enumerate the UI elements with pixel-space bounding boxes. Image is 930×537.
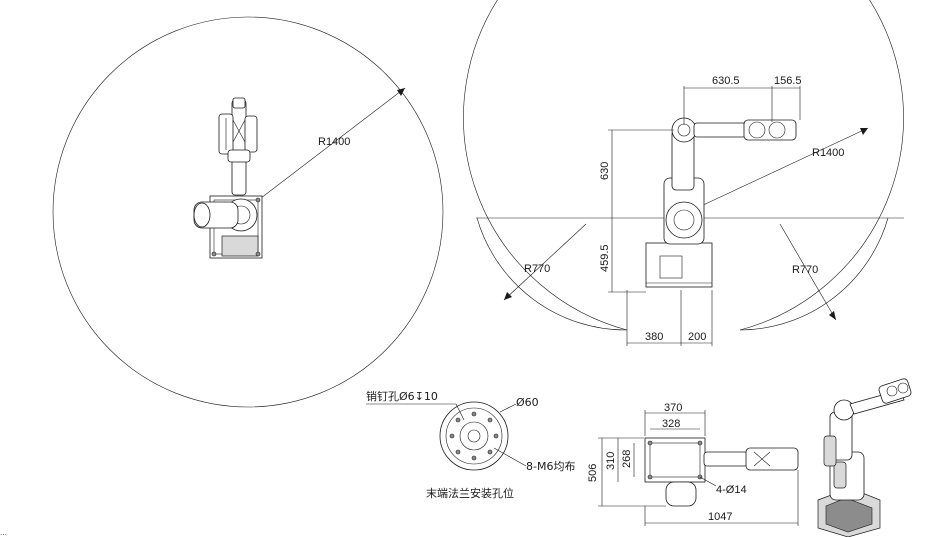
top-arm-link: [231, 99, 247, 196]
flange-pin-leader-2: [455, 403, 465, 421]
bp-hole-leader: [699, 476, 717, 487]
top-view: R1400: [52, 16, 444, 408]
flange-thread-label: 8-M6均布: [526, 460, 575, 473]
top-view-radius-label: R1400: [318, 136, 350, 148]
bp-width-outer: 370: [664, 402, 682, 414]
bp-hole-label: 4-Ø14: [716, 484, 747, 496]
top-view-workspace-circle: [52, 16, 444, 408]
side-r770-right-line: [779, 223, 837, 321]
iso-wrist-joint: [886, 385, 898, 397]
base-plan-arm: [703, 451, 749, 467]
dim-arm-horizontal: 630.5: [712, 75, 740, 87]
iso-upper-panel: [823, 435, 837, 467]
dim-base-vertical: 459.5: [599, 244, 611, 272]
top-shoulder-cap: [193, 202, 211, 228]
flange-diameter-label: Ø60: [516, 396, 539, 409]
side-base: [645, 242, 713, 288]
iso-wrist: [878, 378, 912, 404]
side-forearm: [693, 122, 747, 138]
side-base-panel: [659, 255, 683, 279]
bp-height-inner: 268: [621, 450, 633, 468]
side-radius-line: [683, 127, 869, 215]
iso-column-panel: [833, 461, 847, 489]
side-r770-left-line: [503, 223, 587, 301]
side-shoulder-joint-inner: [673, 209, 695, 231]
base-plan-view: 370 328 506 310 268 4-Ø14 1047: [587, 402, 799, 526]
top-base-lower: [221, 235, 259, 257]
flange-bolt-icon-7: [487, 417, 493, 423]
flange-bolt-icon-5: [455, 417, 461, 423]
side-view-r770-right-arc: [739, 217, 889, 331]
side-wrist-joint-2: [768, 121, 786, 139]
side-view-workspace-arc: [463, 0, 904, 331]
iso-elbow: [833, 399, 855, 421]
flange-view: 销钉孔Ø6↧10 Ø60 8-M6均布 末端法兰安装孔位: [366, 389, 575, 500]
bp-width-inner: 328: [662, 418, 680, 430]
base-hole-icon-1: [647, 440, 653, 446]
base-plan-plate: [644, 437, 706, 483]
flange-pin-hole-label: 销钉孔Ø6↧10: [366, 389, 438, 403]
base-plan-inner: [649, 442, 701, 478]
dim-base-left: 380: [645, 331, 663, 343]
base-hole-icon-2: [697, 440, 703, 446]
bp-height-total: 506: [587, 464, 599, 482]
dim-upper-vertical: 630: [599, 162, 611, 180]
flange-caption: 末端法兰安装孔位: [426, 486, 514, 500]
side-r770-right-arrow: [829, 311, 836, 320]
side-r770-right-label: R770: [792, 264, 818, 276]
footnote: …: [0, 529, 7, 537]
base-plan-shoulder: [665, 481, 697, 507]
top-arm-cap: [232, 97, 246, 109]
flange-bolt-icon-3: [449, 433, 455, 439]
dim-base-right: 200: [688, 331, 706, 343]
bp-height-mid: 310: [605, 452, 617, 470]
side-wrist: [743, 119, 797, 141]
top-base-hole-icon: [211, 251, 217, 257]
flange-bolt-icon-4: [493, 433, 499, 439]
top-base-hole-icon-3: [255, 197, 261, 203]
base-plan-wrist-diag-2: [753, 451, 771, 467]
side-radius-arrow: [860, 128, 868, 135]
isometric-view: [817, 378, 912, 537]
flange-diameter-leader: [499, 403, 517, 413]
top-base-hole-icon-2: [255, 251, 261, 257]
flange-bolt-icon-2: [471, 455, 477, 461]
iso-wrist-joint-2: [897, 382, 909, 394]
top-elbow: [227, 149, 251, 163]
side-radius-label: R1400: [812, 147, 844, 159]
side-wrist-joint: [748, 121, 766, 139]
top-wrist-diag-2: [232, 119, 246, 143]
side-view-r770-left-arc: [476, 217, 628, 331]
base-hole-icon-3: [647, 474, 653, 480]
side-r770-left-label: R770: [524, 263, 550, 275]
flange-bolt-icon-6: [487, 449, 493, 455]
base-plan-wrist: [745, 447, 799, 471]
bp-total-length: 1047: [708, 511, 732, 523]
dim-wrist-horizontal: 156.5: [774, 75, 802, 87]
flange-center: [459, 421, 489, 451]
flange-center-inner: [467, 429, 481, 443]
top-view-radius-arrow: [397, 88, 405, 96]
top-view-radius-line: [247, 87, 406, 209]
side-shoulder-joint: [665, 201, 703, 239]
flange-ring: [445, 407, 503, 465]
flange-bolt-icon-8: [455, 449, 461, 455]
side-view: R1400 R770 R770 630.5 156.5 630 459.5: [463, 0, 904, 346]
top-wrist-block-2: [244, 115, 258, 153]
flange-thread-leader: [493, 447, 527, 467]
flange-bolt-icon-1: [471, 411, 477, 417]
side-r770-left-arrow: [504, 292, 512, 300]
